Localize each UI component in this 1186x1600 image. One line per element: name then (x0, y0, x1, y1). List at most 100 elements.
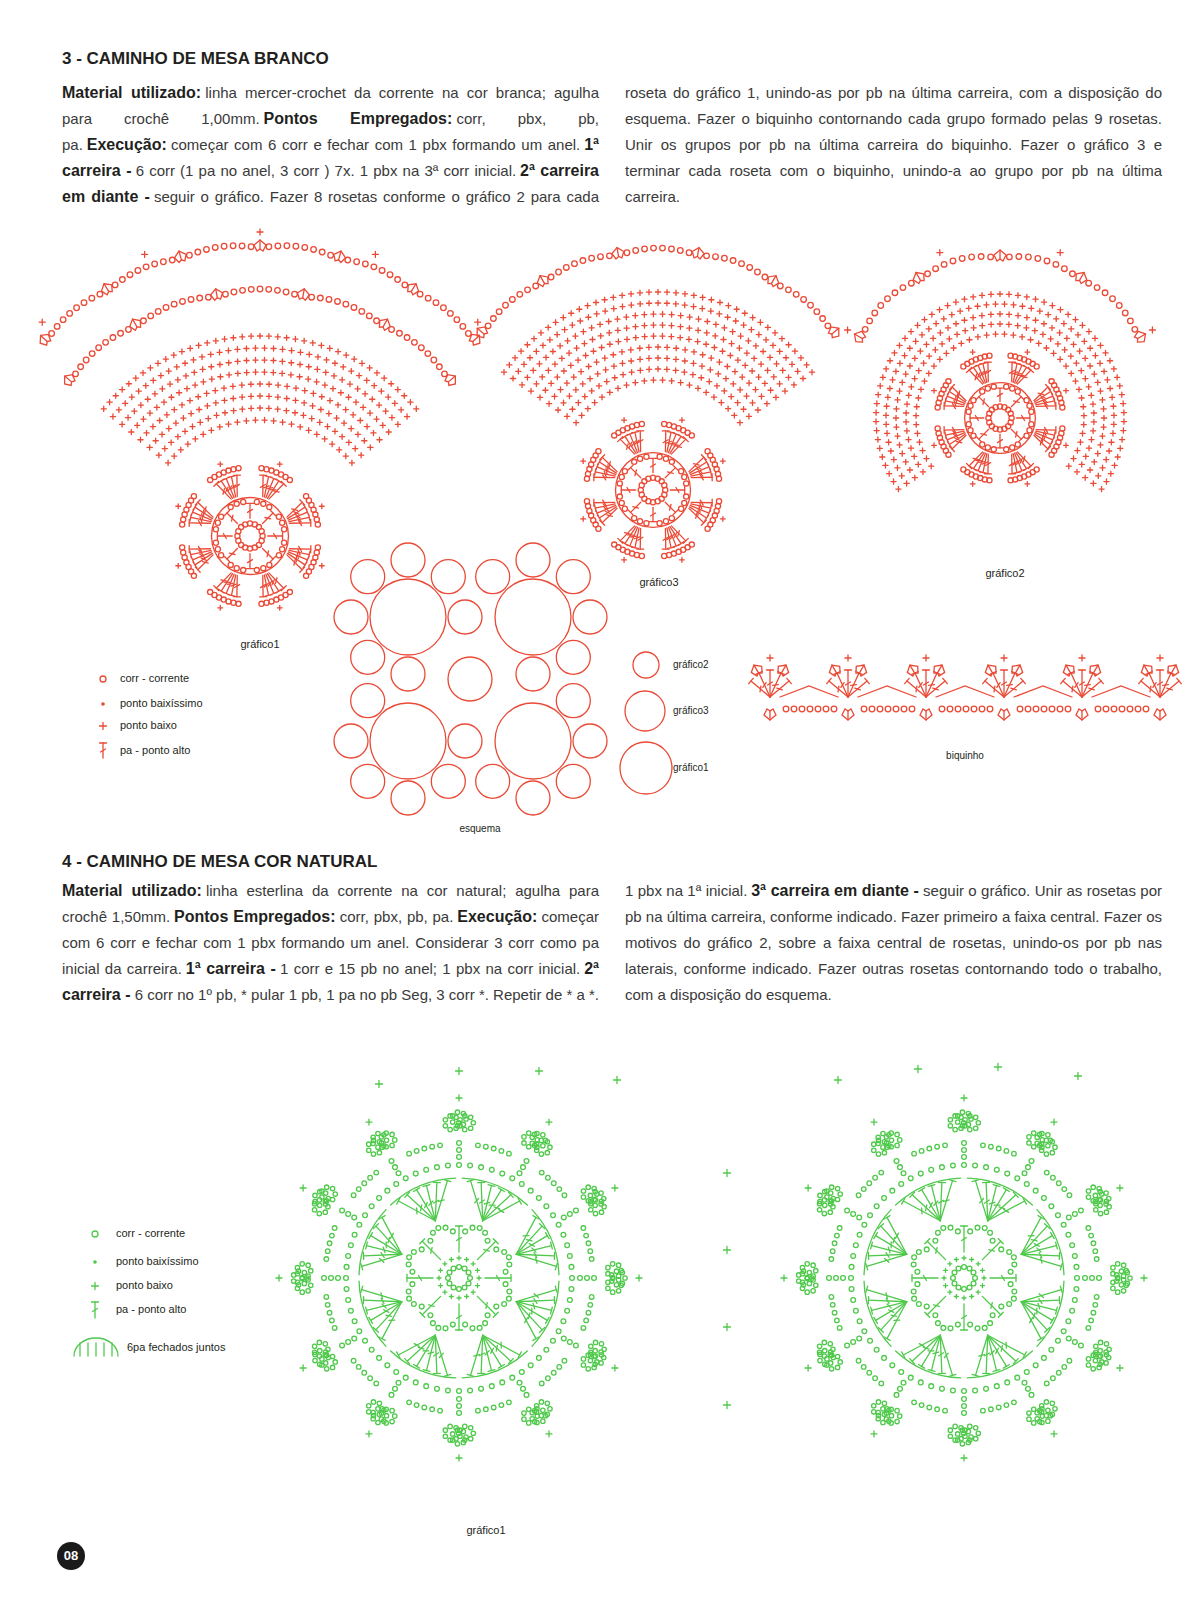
chain-stitch (1008, 411, 1013, 416)
picot-line (540, 276, 545, 284)
double-crochet-slash (986, 370, 991, 373)
single-crochet (310, 340, 315, 345)
single-crochet (331, 373, 336, 378)
single-crochet (408, 400, 413, 405)
chain-stitch (96, 345, 102, 351)
single-crochet (208, 352, 213, 357)
chain-stitch (311, 247, 317, 253)
double-crochet-bar (668, 547, 675, 548)
single-crochet (660, 378, 665, 383)
single-crochet (695, 339, 700, 344)
single-crochet (172, 454, 177, 459)
single-crochet (1064, 443, 1069, 448)
single-crochet (1029, 306, 1034, 311)
chain-stitch (389, 327, 395, 333)
chain-stitch (431, 357, 437, 363)
double-crochet-slash (631, 535, 637, 537)
single-crochet (161, 400, 166, 405)
single-crochet (602, 297, 607, 302)
single-crochet (716, 371, 721, 376)
double-crochet-slash (846, 682, 851, 685)
chain-stitch (152, 261, 158, 267)
chain-stitch (686, 250, 692, 256)
single-crochet (765, 325, 770, 330)
chain-stitch (793, 292, 799, 298)
single-crochet (904, 402, 909, 407)
double-crochet-slash (603, 500, 606, 505)
picot-line (259, 240, 260, 249)
double-crochet-slash (1040, 439, 1041, 445)
single-crochet (741, 323, 746, 328)
chain-stitch (935, 426, 940, 431)
single-crochet (209, 428, 214, 433)
chain-stitch (679, 469, 684, 474)
single-crochet (750, 368, 755, 373)
single-crochet (262, 345, 267, 350)
single-crochet (1071, 342, 1076, 347)
single-crochet (907, 346, 912, 351)
single-crochet (218, 374, 223, 379)
chain-stitch (730, 258, 736, 264)
chain-stitch (228, 562, 233, 567)
double-crochet-bar (271, 511, 276, 516)
double-crochet-slash (670, 504, 671, 510)
single-crochet (569, 311, 574, 316)
double-crochet-slash (1016, 432, 1017, 438)
single-crochet (680, 557, 685, 562)
double-crochet-slash (229, 553, 235, 554)
single-crochet (1111, 366, 1116, 371)
picot-line (782, 665, 787, 673)
single-crochet (1101, 369, 1106, 374)
single-crochet (148, 365, 153, 370)
picot-outline (61, 371, 77, 387)
chain-stitch (83, 357, 89, 363)
single-crochet (222, 410, 227, 415)
chain-stitch (120, 277, 126, 283)
single-crochet (699, 375, 704, 380)
double-crochet-bar (767, 669, 774, 670)
picot (37, 331, 53, 347)
single-crochet (700, 306, 705, 311)
picot (254, 240, 266, 251)
single-crochet (293, 336, 298, 341)
double-crochet-bar (943, 678, 948, 683)
single-crochet (1110, 395, 1115, 400)
double-crochet-slash (267, 551, 268, 557)
chain-stitch (619, 474, 624, 479)
single-crochet (638, 368, 643, 373)
single-crochet (101, 406, 106, 411)
single-crochet (181, 415, 186, 420)
chain-stitch (351, 305, 357, 311)
single-crochet (599, 395, 604, 400)
double-crochet-slash (977, 373, 980, 378)
single-crochet (152, 391, 157, 396)
single-crochet (179, 402, 184, 407)
chain-stitch (762, 274, 768, 280)
single-crochet (204, 391, 209, 396)
chain-stitch (218, 553, 223, 558)
single-crochet (651, 333, 656, 338)
chain-stitch (67, 311, 73, 317)
chain-stitch (302, 245, 308, 251)
double-crochet-slash (629, 442, 632, 447)
single-crochet (903, 371, 908, 376)
double-crochet-slash (605, 468, 607, 474)
single-crochet (642, 323, 647, 328)
double-crochet-bar (845, 669, 852, 670)
chain-stitch (747, 265, 753, 271)
single-crochet (205, 340, 210, 345)
single-crochet (585, 303, 590, 308)
single-crochet (993, 301, 998, 306)
chain-stitch (799, 706, 805, 712)
double-crochet-slash (294, 559, 295, 565)
single-crochet (742, 311, 747, 316)
scheme-small-circle (476, 560, 510, 594)
picot-outline (210, 288, 224, 301)
chain-stitch (231, 289, 237, 295)
double-crochet (926, 673, 937, 697)
single-crochet (362, 391, 367, 396)
single-crochet (580, 381, 585, 386)
double-crochet-slash (203, 562, 209, 564)
single-crochet (543, 388, 548, 393)
picot-outline (853, 662, 869, 678)
